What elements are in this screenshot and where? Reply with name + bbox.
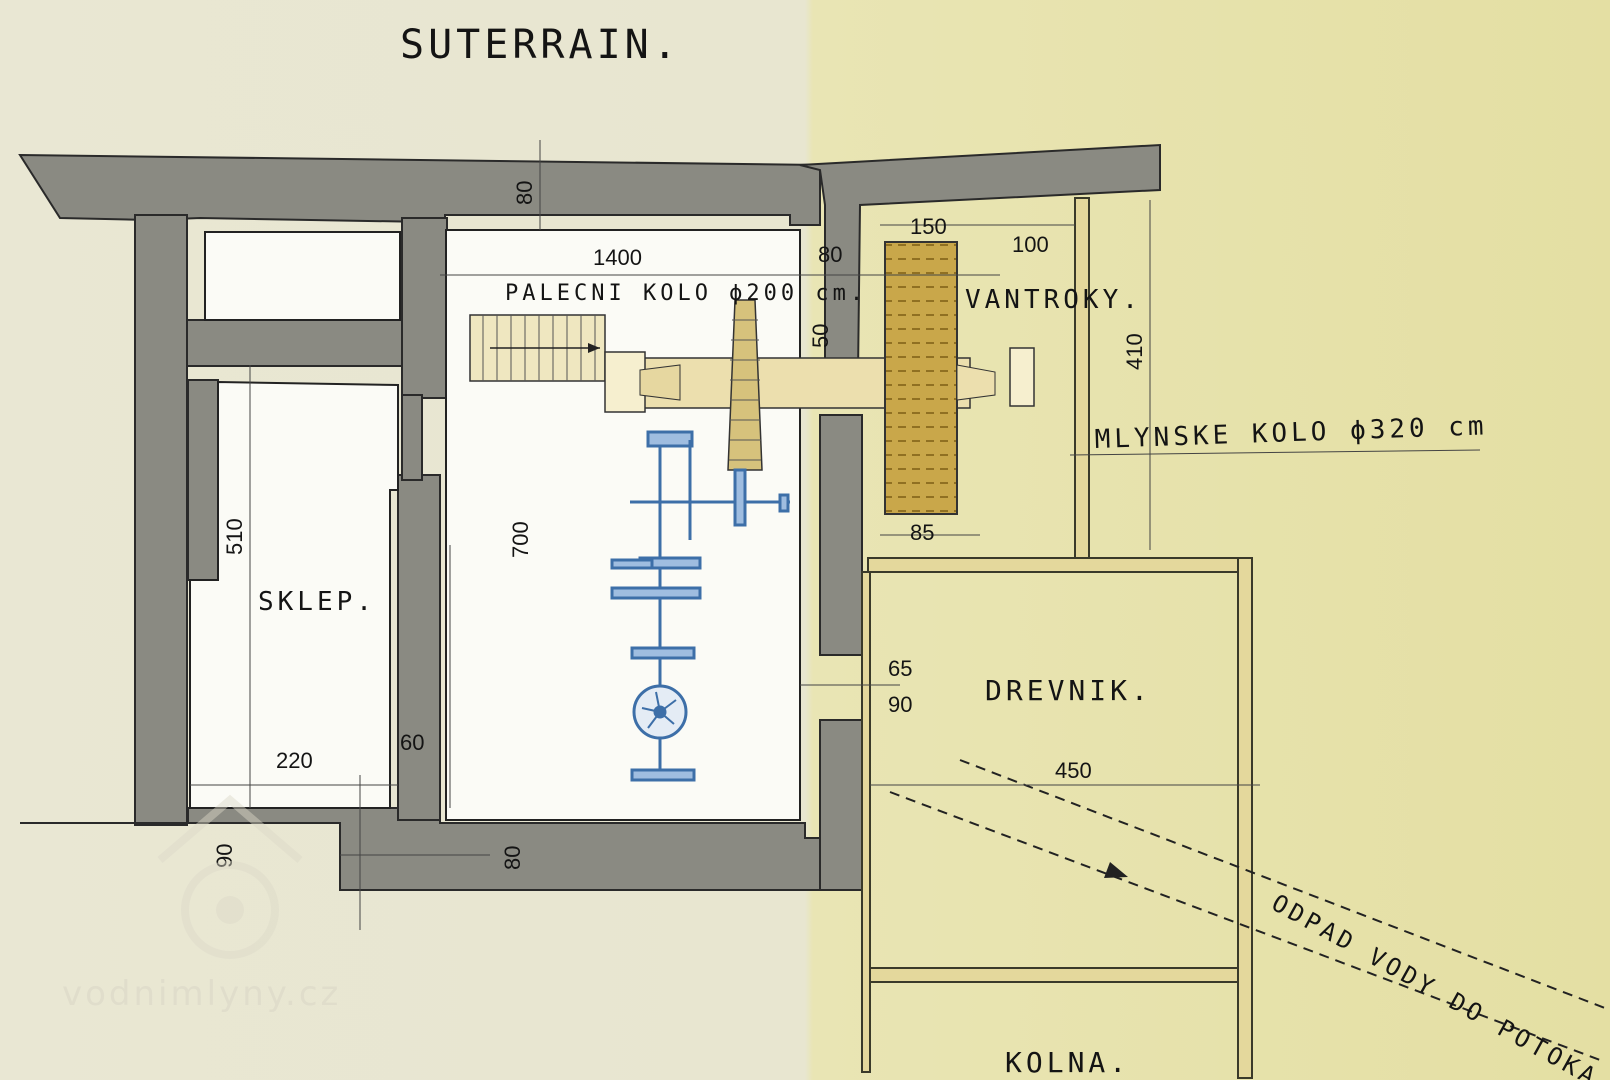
dimension-lines [190,140,1481,930]
flow-arrow-icon [1104,862,1128,878]
dim-100: 100 [1012,232,1049,257]
cellar-room [189,380,399,809]
dim-90-left: 90 [212,844,237,868]
dim-450: 450 [1055,758,1092,783]
dim-85: 85 [910,520,934,545]
water-wheel [884,241,1035,515]
dim-220: 220 [276,748,313,773]
dim-80-bottom: 80 [500,846,525,870]
gear-train [610,430,790,782]
dim-410: 410 [1122,333,1147,370]
label-vantroky: VANTROKY. [965,285,1142,315]
watermark-text: vodnimlyny.cz [62,974,341,1014]
drawing-title: SUTERRAIN. [400,22,681,68]
label-drevnik: DREVNIK. [985,674,1152,707]
timber-framing [861,197,1253,1079]
label-sklep: SKLEP. [258,587,376,617]
label-kolna: KOLNA. [1005,1046,1130,1079]
water-outlet-channel [889,759,1610,1061]
label-palecni-kolo: PALECNI KOLO ϕ200 cm. [505,281,867,306]
dim-80-top: 80 [512,181,537,205]
dim-90-right: 90 [888,692,912,717]
dim-65: 65 [888,656,912,681]
dim-60: 60 [400,730,424,755]
dim-80-wall: 80 [818,242,842,267]
dim-150: 150 [910,214,947,239]
staircase [469,314,606,382]
pit-wheel [727,299,763,471]
dim-510: 510 [222,518,247,555]
dim-50: 50 [808,324,833,348]
dim-1400: 1400 [593,245,642,270]
dim-700: 700 [508,521,533,558]
storage-room [204,231,401,321]
watermark-logo [157,794,303,959]
